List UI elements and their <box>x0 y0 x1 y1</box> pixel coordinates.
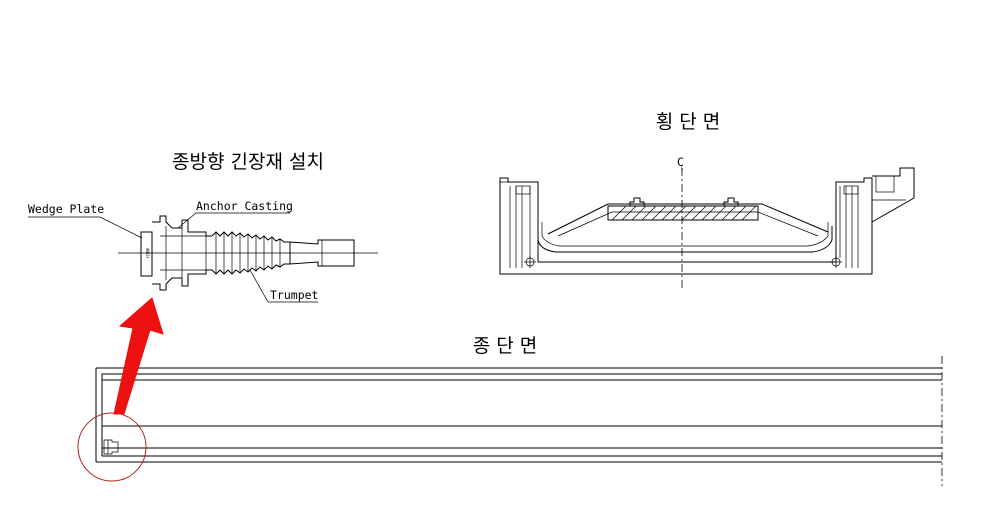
deck-slope-inner <box>557 211 819 237</box>
right-parapet-box <box>875 175 895 193</box>
left-web-cap <box>515 185 531 195</box>
long-anchor-icon <box>103 439 119 455</box>
wedge-plate-shape <box>140 231 153 277</box>
wedge-plate-leader <box>28 216 143 239</box>
cross-section-outer <box>499 177 873 275</box>
rail-bed-hatch <box>611 205 757 221</box>
wedge-plate-label: Wedge Plate <box>28 202 104 216</box>
trumpet-leader <box>249 269 269 303</box>
rail-right <box>723 197 739 206</box>
longitudinal-section-title: 종 단 면 <box>473 335 538 357</box>
callout-circle <box>77 412 147 482</box>
detail-title: 종방향 긴장재 설치 <box>172 151 324 173</box>
right-parapet <box>871 167 915 223</box>
bearing-right <box>830 256 842 268</box>
cross-section-title: 횡 단 면 <box>656 111 721 133</box>
cross-section-drawing: C L <box>499 155 915 290</box>
longitudinal-section-drawing <box>95 356 943 486</box>
right-web-cap <box>843 185 859 195</box>
duct-extension <box>289 239 355 267</box>
centerline-label: C <box>677 155 684 169</box>
rail-left <box>629 197 645 206</box>
deck-slope <box>547 203 829 235</box>
trough-inner-2 <box>541 222 829 247</box>
red-arrow-icon <box>113 297 164 415</box>
trumpet-top-profile <box>211 231 290 243</box>
anchorage-detail: ANCH Wedge Plate Anchor Casting Trumpe <box>28 199 378 303</box>
wedge-plate-marking: ANCH <box>145 248 150 258</box>
bearing-left <box>524 256 536 268</box>
centerline-sub-label: L <box>681 166 684 171</box>
trough-inner <box>537 226 833 253</box>
anchor-casting-label: Anchor Casting <box>196 199 293 213</box>
callout-arrow <box>113 297 164 415</box>
trumpet-label: Trumpet <box>270 288 318 302</box>
anchor-casting-leader <box>177 212 290 229</box>
rail-bed <box>607 205 759 221</box>
